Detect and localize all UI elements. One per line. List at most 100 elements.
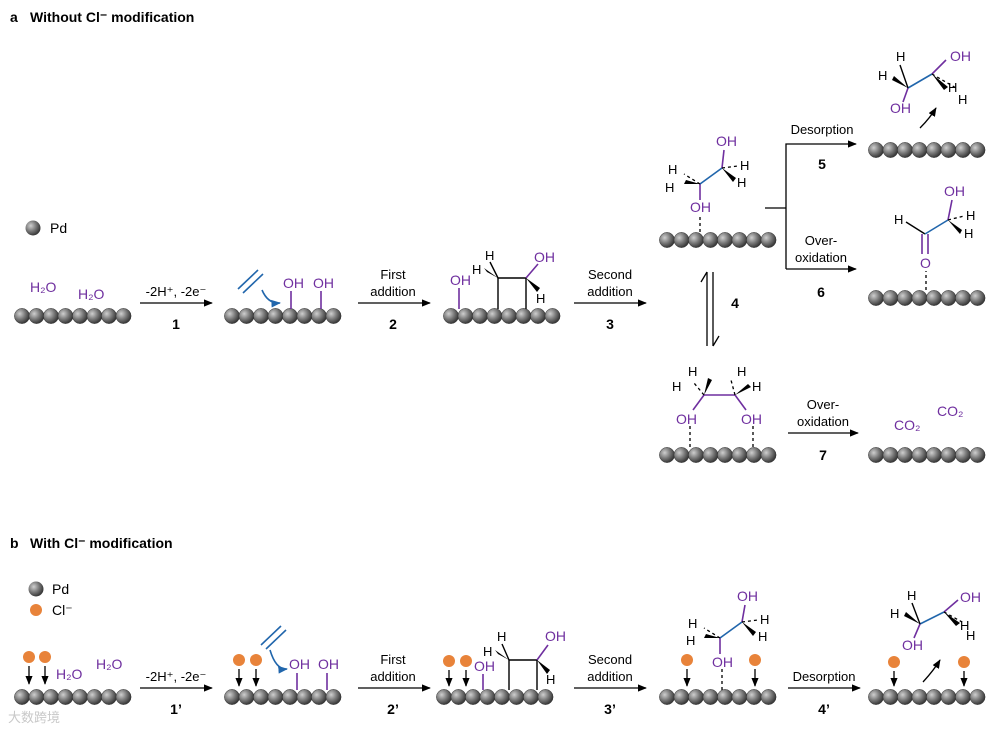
pd-atom	[717, 232, 733, 248]
wedge-bond	[944, 612, 960, 626]
pd-atom	[911, 142, 928, 158]
pd-atom	[311, 308, 327, 324]
hydroxyl-label: OH	[690, 199, 711, 215]
hydrogen-label: H	[907, 588, 916, 603]
equilibrium-arrow	[700, 271, 708, 283]
wedge-bond	[484, 268, 498, 278]
legend-pd-label: Pd	[50, 220, 67, 236]
hydrogen-label: H	[966, 208, 975, 223]
pd-atom	[731, 447, 748, 463]
c-c-bond	[919, 611, 945, 625]
pd-surface-a7	[659, 447, 777, 463]
c-o-bond	[525, 263, 539, 279]
watermark: 大数跨境	[8, 710, 60, 725]
c-c-bond	[924, 219, 949, 235]
step-7-label: oxidation	[797, 414, 849, 429]
pd-atom	[465, 689, 481, 705]
pd-atom	[238, 689, 255, 705]
pd-atom	[523, 689, 539, 705]
co2-molecule: CO₂	[894, 417, 920, 433]
wedge-bond	[526, 278, 540, 292]
pd-atom	[544, 308, 561, 324]
step-3-prime-label: Second	[588, 652, 632, 667]
pd-atom	[882, 142, 899, 158]
c-o-bond	[947, 199, 953, 221]
wedge-bond	[684, 180, 700, 184]
pd-atom	[911, 689, 928, 705]
hash-bond	[730, 379, 736, 396]
legend-b: Pd Cl⁻	[28, 581, 73, 618]
water-molecule: H₂O	[78, 286, 105, 302]
pd-atom	[746, 232, 762, 248]
c-o-bond	[536, 644, 549, 661]
hydroxyl-label: OH	[950, 48, 971, 64]
pd-atom	[296, 689, 313, 705]
pd-atom-icon	[28, 581, 44, 597]
hydrogen-label: H	[668, 162, 677, 177]
panel-a-letter: a	[10, 9, 18, 25]
c-o-bond	[692, 394, 705, 411]
pd-atom	[267, 308, 284, 324]
pd-atom	[760, 232, 777, 248]
pd-surface-a4	[659, 232, 777, 248]
pd-atom	[926, 689, 942, 705]
hydroxyl-label: OH	[902, 637, 923, 653]
c-c-bond	[719, 621, 743, 639]
pd-atom	[897, 142, 913, 158]
step-4-prime-number: 4’	[818, 701, 830, 717]
step-3-prime-number: 3’	[604, 701, 616, 717]
pd-atom	[508, 689, 525, 705]
step-5-label: Desorption	[791, 122, 854, 137]
pd-atom	[28, 689, 45, 705]
c-o-bond	[931, 59, 947, 75]
pd-atom	[897, 290, 913, 306]
c-o-bond	[741, 604, 746, 623]
pd-atom	[955, 447, 971, 463]
equilibrium-arrow	[712, 335, 720, 347]
pd-atom	[659, 447, 675, 463]
step-1-number: 1	[172, 316, 180, 332]
pd-atom	[515, 308, 532, 324]
pd-atom	[940, 689, 957, 705]
hydroxyl-label: OH	[716, 133, 737, 149]
step-3-label: addition	[587, 284, 633, 299]
hash-bond	[947, 215, 965, 221]
step-2-label: addition	[370, 284, 416, 299]
pd-atom	[969, 290, 986, 306]
pd-atom	[72, 689, 88, 705]
pd-atom	[86, 308, 103, 324]
hydrogen-label: H	[740, 158, 749, 173]
cl-atom	[233, 654, 245, 666]
pd-atom	[325, 689, 342, 705]
step-1-prime-number: 1’	[170, 701, 182, 717]
hydrogen-label: H	[497, 629, 506, 644]
pd-atom	[282, 308, 298, 324]
pd-atom	[940, 447, 957, 463]
hydrogen-label: H	[752, 379, 761, 394]
wedge-bond	[742, 622, 756, 636]
pd-atom	[688, 232, 704, 248]
pd-atom	[955, 689, 971, 705]
pd-atom	[450, 689, 467, 705]
c-h-bond	[911, 602, 921, 625]
wedge-bond	[495, 650, 509, 660]
c-o-bond	[943, 599, 959, 613]
water-molecule: H₂O	[56, 666, 83, 682]
step-3-number: 3	[606, 316, 614, 332]
pd-atom	[659, 689, 675, 705]
panel-b-letter: b	[10, 535, 19, 551]
step-6-label: oxidation	[795, 250, 847, 265]
hydroxyl-label: OH	[737, 588, 758, 604]
hydrogen-label: H	[472, 262, 481, 277]
pd-surface-b4	[659, 689, 777, 705]
hydroxyl-label: OH	[741, 411, 762, 427]
hydrogen-label: H	[546, 672, 555, 687]
pd-atom	[101, 689, 117, 705]
wedge-bond	[722, 168, 736, 182]
pd-atom	[897, 447, 913, 463]
hydrogen-label: H	[485, 248, 494, 263]
step-4-number: 4	[731, 295, 739, 311]
pd-atom	[868, 689, 884, 705]
wedge-bond	[892, 76, 908, 88]
